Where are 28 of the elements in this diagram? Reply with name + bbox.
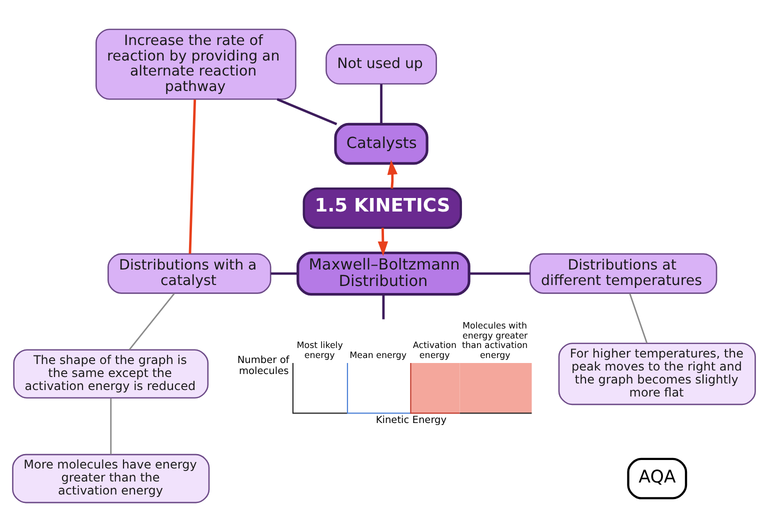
node-box: Maxwell–Boltzmann Distribution xyxy=(296,251,470,296)
connector xyxy=(110,398,112,454)
connector xyxy=(382,294,385,319)
label: AQA xyxy=(638,467,676,488)
node-box: 1.5 KINETICS xyxy=(302,186,462,228)
node-box: Increase the rate of reaction by providing an alternate reaction pathway xyxy=(96,28,296,100)
arrow xyxy=(387,159,398,188)
node-label: Kinetic Energy xyxy=(376,414,447,426)
node-box: More molecules have energy greater than the activation energy xyxy=(12,453,210,503)
connector xyxy=(469,272,530,274)
node-box: The shape of the graph is the same except the activation energy is reduced xyxy=(13,348,209,398)
connector xyxy=(188,99,196,254)
node-box: For higher temperatures, the peak moves to the right and the graph becomes slightly more flat xyxy=(558,342,756,405)
node-label: Activation energy xyxy=(412,340,457,360)
arrow xyxy=(378,227,388,256)
connector xyxy=(629,292,648,343)
node-box: Catalysts xyxy=(334,122,428,164)
node-label: Molecules with energy greater than activation energy xyxy=(462,321,528,360)
node-label: Mean energy xyxy=(350,350,407,360)
node-box: Distributions with a catalyst xyxy=(108,252,272,294)
node-label: Most likely energy xyxy=(296,340,343,360)
connector xyxy=(270,272,298,274)
connector xyxy=(128,292,175,350)
connector xyxy=(380,84,382,124)
node-box: Not used up xyxy=(326,43,437,84)
node-label: Number of molecules xyxy=(237,354,290,377)
node-box: Distributions at different temperatures xyxy=(529,252,718,294)
connector xyxy=(276,98,338,125)
